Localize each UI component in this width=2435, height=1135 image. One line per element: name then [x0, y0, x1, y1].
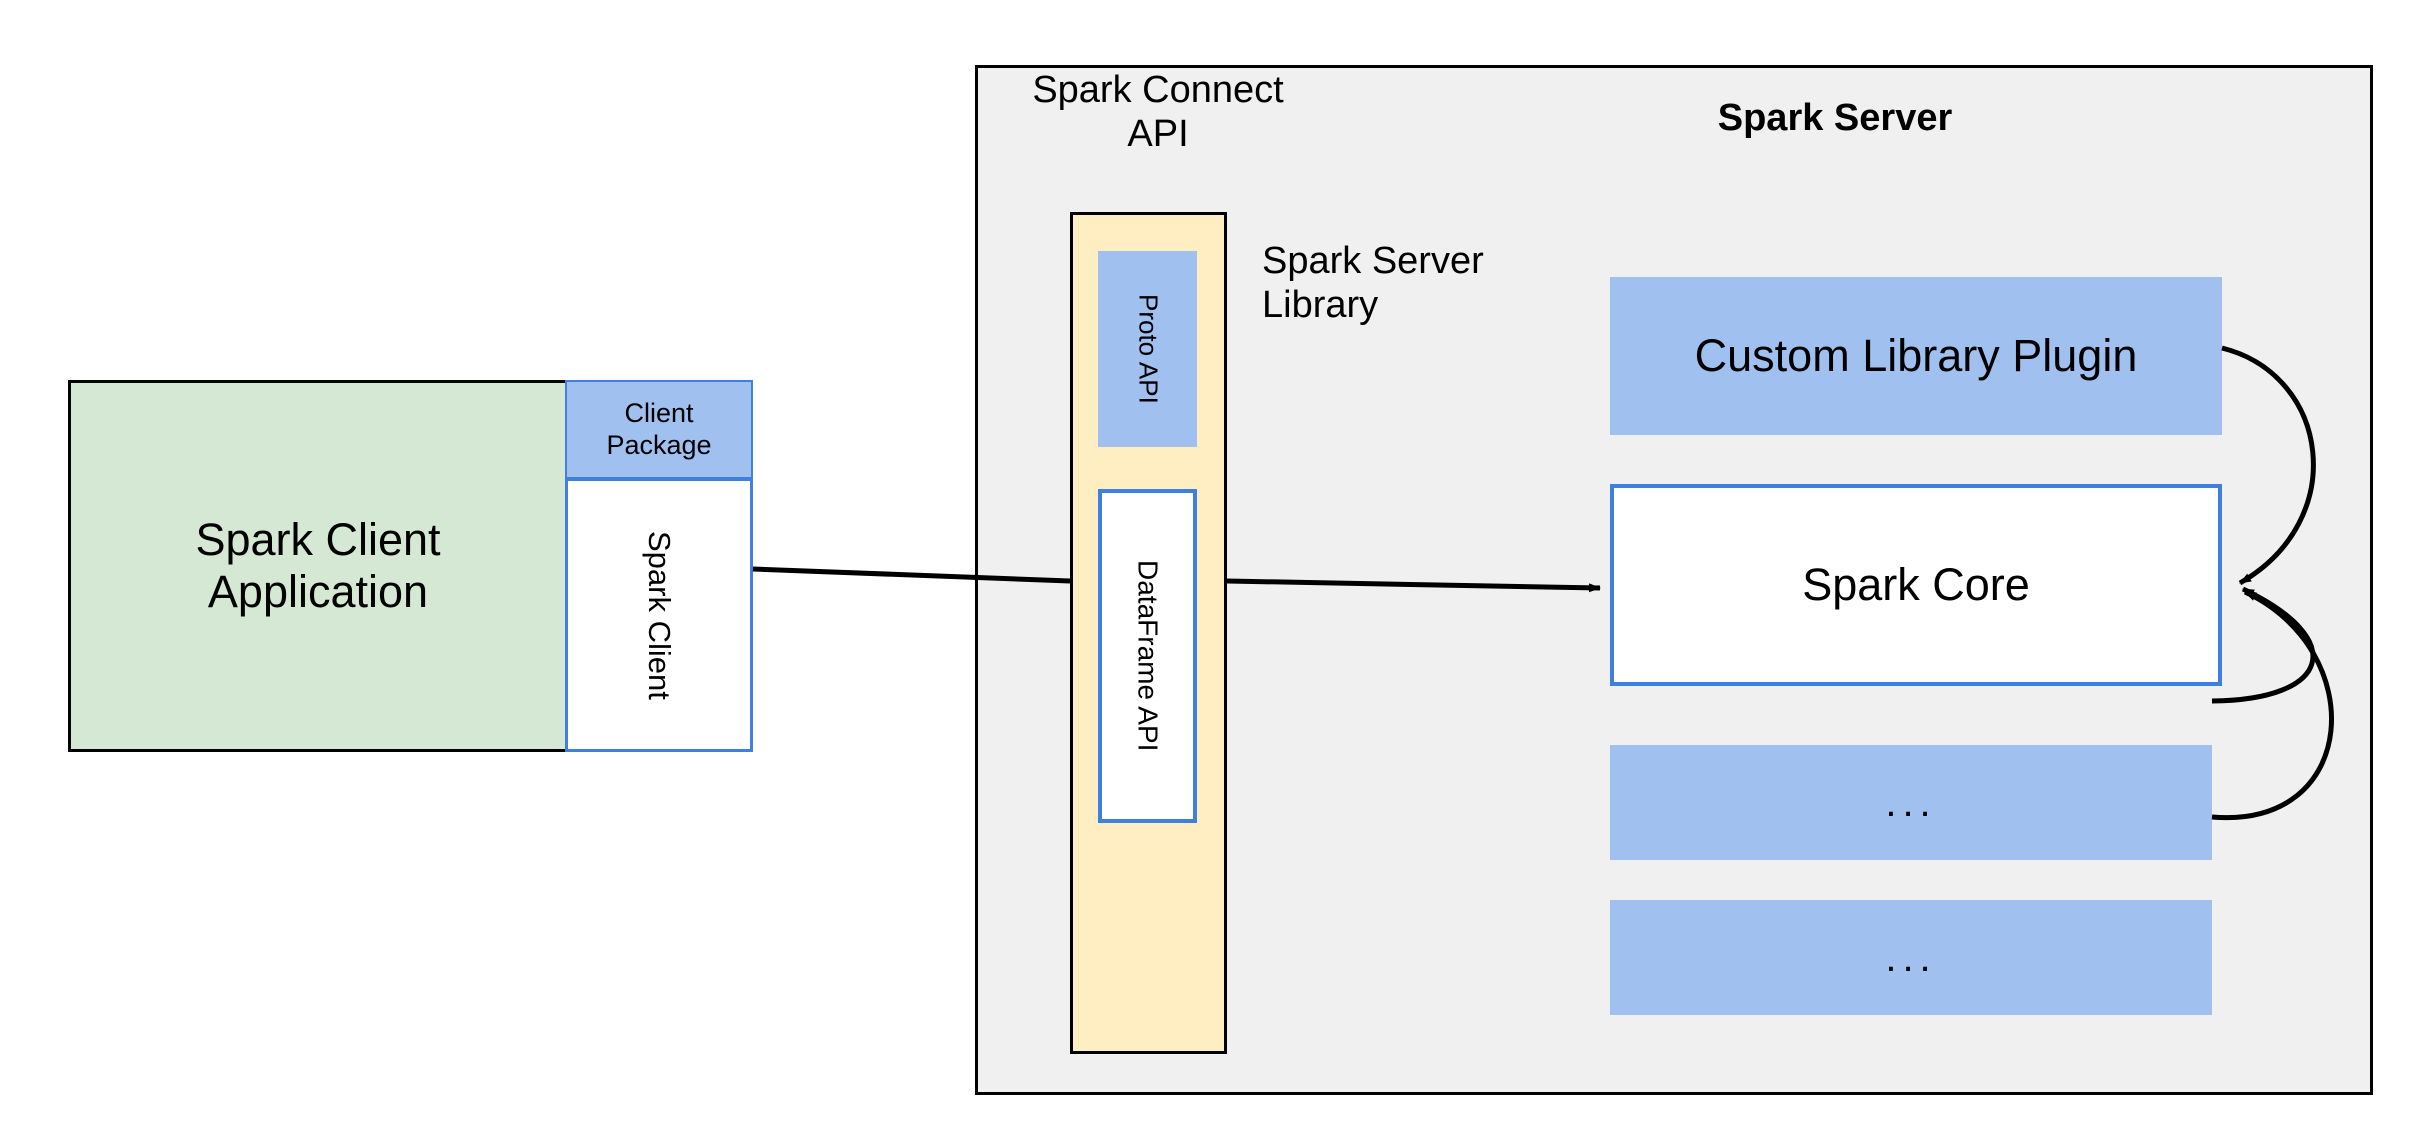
spark-server-library-text: Spark Server Library — [1262, 240, 1484, 326]
spark-server-library-label: Spark Server Library — [1262, 238, 1532, 330]
spark-core-label: Spark Core — [1802, 559, 2030, 611]
spark-client-application-label: Spark Client Application — [195, 514, 441, 617]
spark-connect-api-text: Spark Connect API — [1032, 69, 1284, 155]
spark-core-box: Spark Core — [1610, 484, 2222, 686]
spark-client-box: Spark Client — [565, 478, 753, 752]
ellipsis-2-label: ... — [1885, 935, 1937, 980]
custom-library-plugin-label: Custom Library Plugin — [1694, 330, 2138, 382]
client-package-label: Client Package — [606, 398, 712, 460]
ellipsis-1-label: ... — [1885, 780, 1937, 825]
spark-client-label: Spark Client — [641, 530, 677, 700]
custom-library-plugin-box: Custom Library Plugin — [1610, 277, 2222, 435]
dataframe-api-box: DataFrame API — [1098, 489, 1197, 823]
spark-server-title-text: Spark Server — [1717, 97, 1953, 140]
proto-api-label: Proto API — [1133, 294, 1164, 404]
dataframe-api-label: DataFrame API — [1132, 560, 1164, 752]
client-package-box: Client Package — [565, 380, 753, 479]
proto-api-box: Proto API — [1098, 251, 1197, 447]
ellipsis-box-2: ... — [1610, 900, 2212, 1015]
spark-server-title: Spark Server — [1690, 95, 1980, 143]
spark-connect-api-label: Spark Connect API — [1013, 68, 1303, 158]
ellipsis-box-1: ... — [1610, 745, 2212, 860]
spark-client-application-box: Spark Client Application — [68, 380, 568, 752]
